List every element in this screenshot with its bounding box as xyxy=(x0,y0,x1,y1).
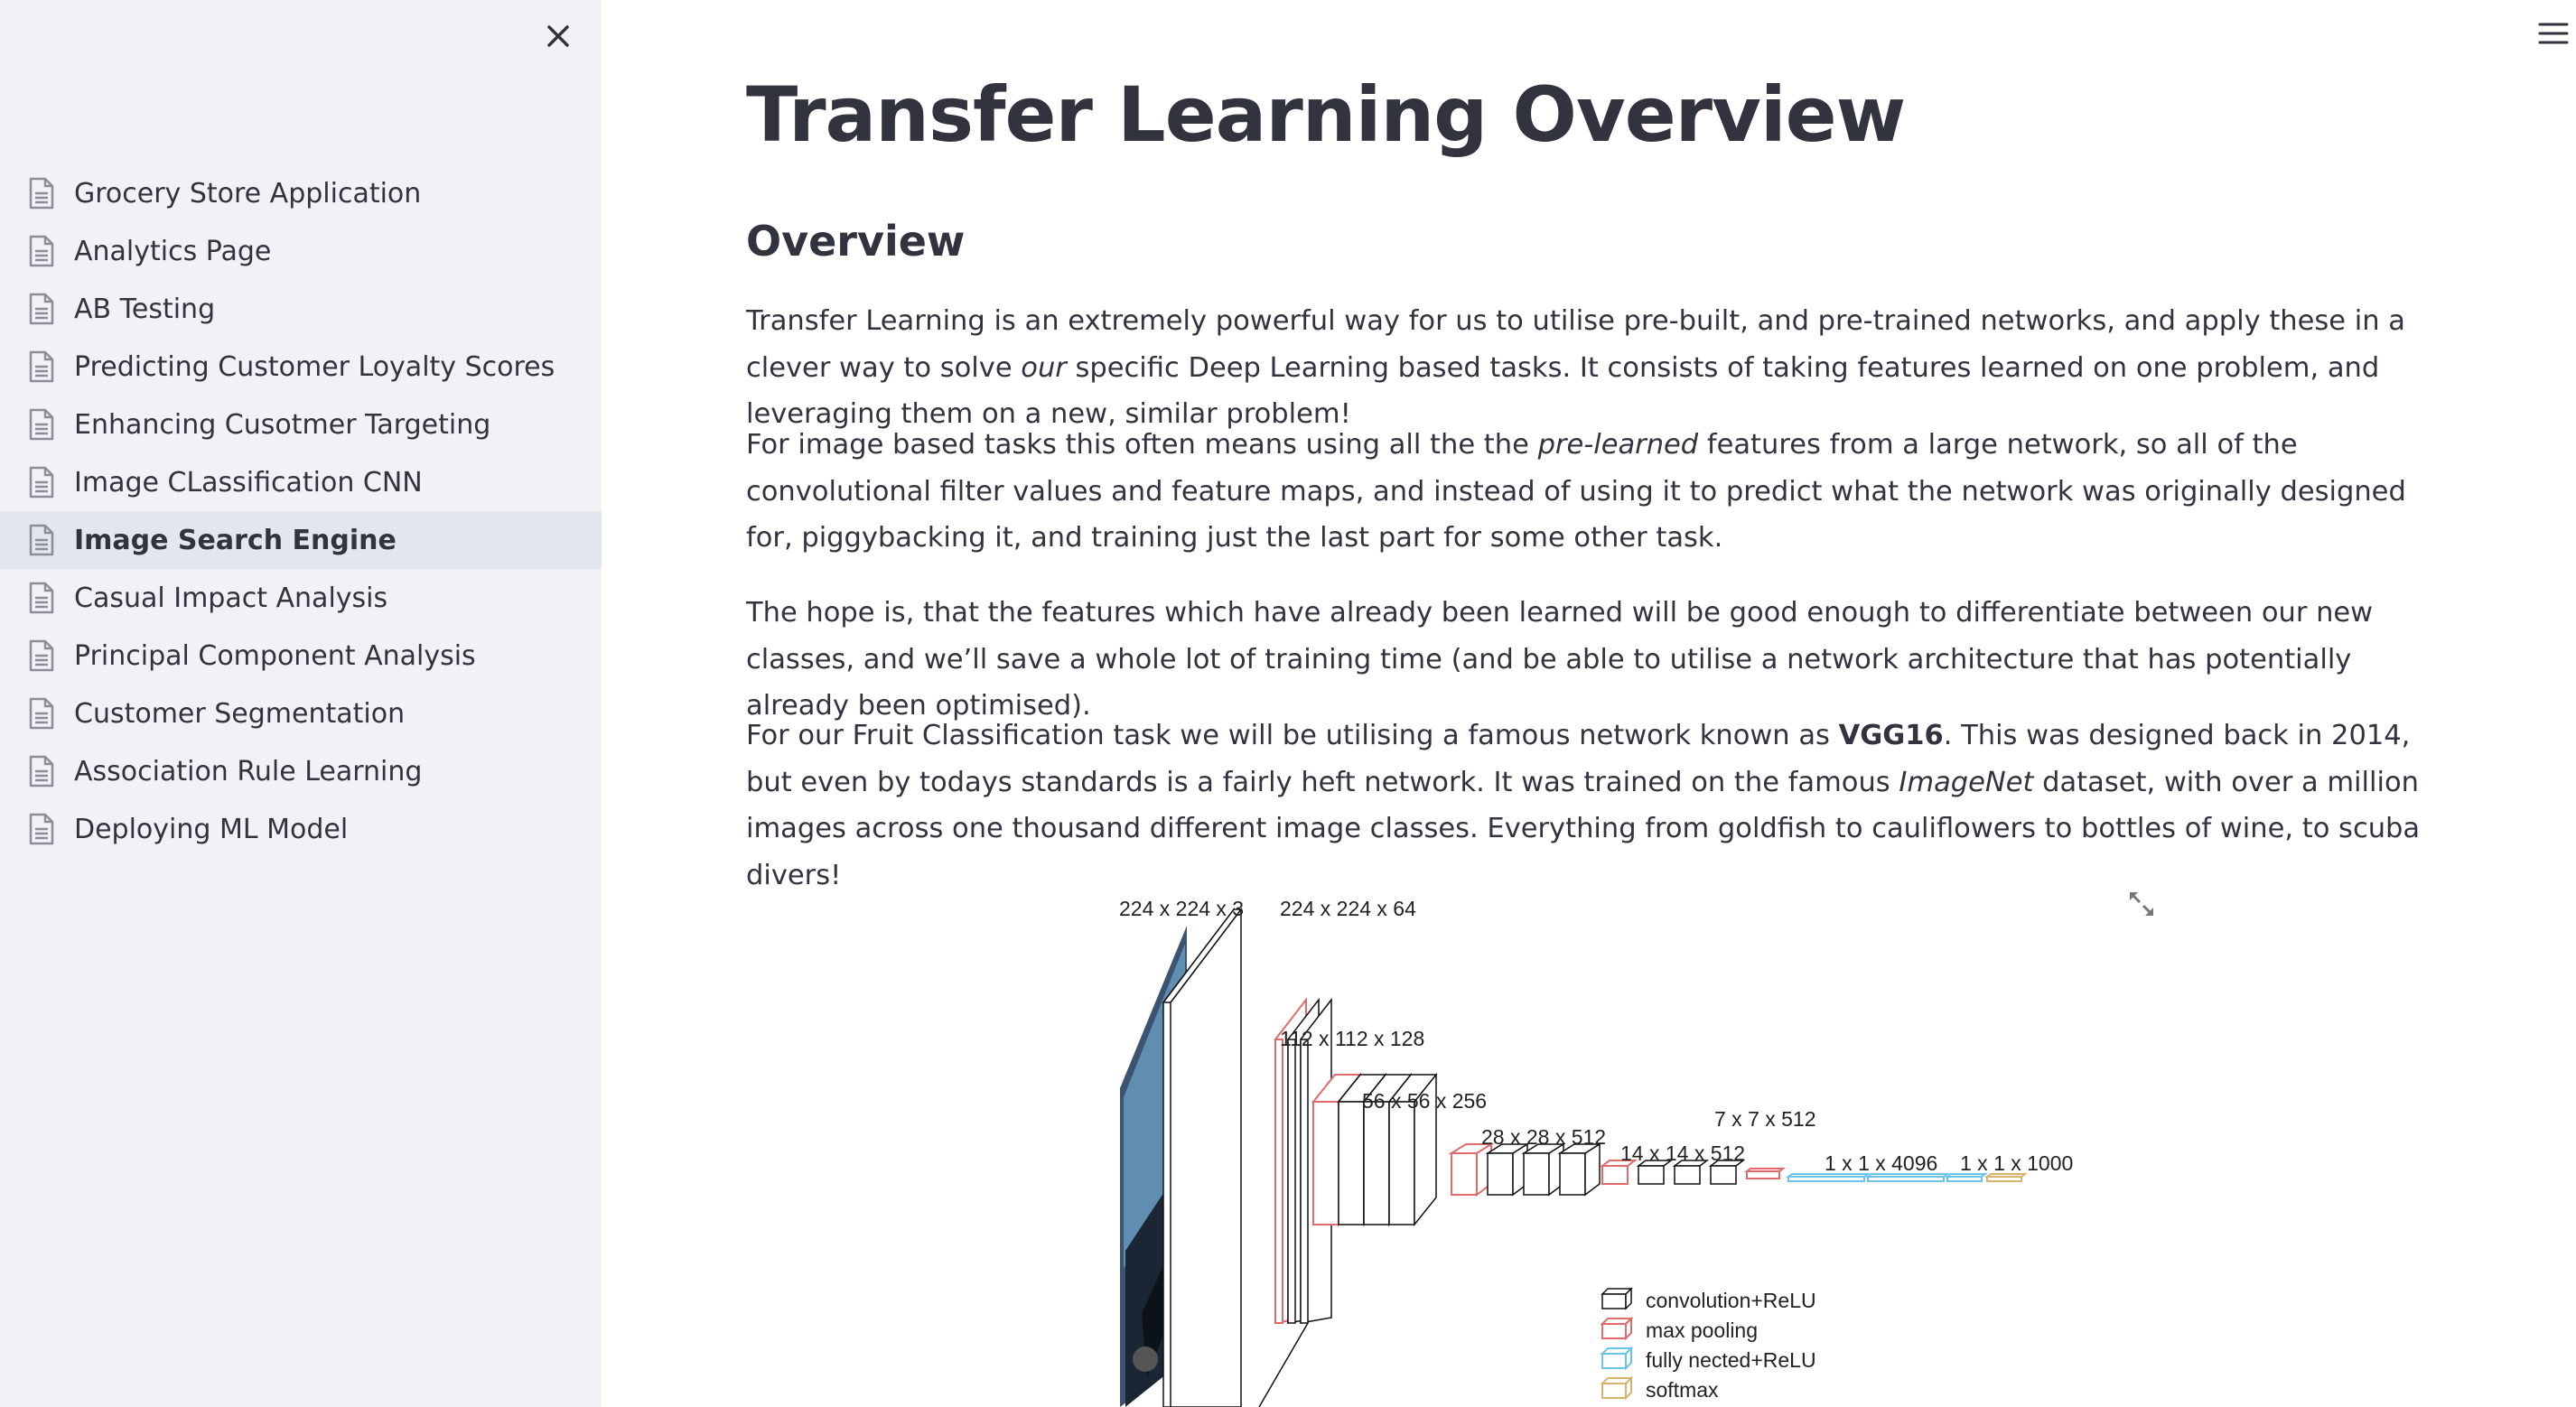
legend-label-conv: convolution+ReLU xyxy=(1646,1289,1816,1312)
sidebar-item-image-classification-cnn[interactable]: Image CLassification CNN xyxy=(0,453,602,511)
emphasis-text: pre-learned xyxy=(1537,429,1699,461)
file-text-icon xyxy=(29,466,54,499)
paragraph-vgg16: For our Fruit Classification task we wil… xyxy=(746,713,2444,899)
sidebar-item-label: Customer Segmentation xyxy=(74,697,406,730)
sidebar-item-label: Enhancing Cusotmer Targeting xyxy=(74,408,491,441)
expand-icon xyxy=(2130,892,2153,916)
text: . This was designed back in 2014, but ev… xyxy=(746,720,2411,798)
label-block5: 14 x 14 x 512 xyxy=(1620,1141,1745,1165)
file-text-icon xyxy=(29,408,54,441)
file-text-icon xyxy=(29,813,54,845)
sidebar-item-label: Principal Component Analysis xyxy=(74,639,476,672)
legend-item-pool: max pooling xyxy=(1600,1316,1758,1342)
file-text-icon xyxy=(29,524,54,556)
label-block4: 28 x 28 x 512 xyxy=(1481,1125,1606,1149)
sidebar-item-association-rule-learning[interactable]: Association Rule Learning xyxy=(0,742,602,800)
sidebar-item-label: Deploying ML Model xyxy=(74,813,349,845)
sidebar-item-analytics-page[interactable]: Analytics Page xyxy=(0,222,602,280)
sidebar-item-label: AB Testing xyxy=(74,293,216,325)
sidebar-item-casual-impact-analysis[interactable]: Casual Impact Analysis xyxy=(0,569,602,627)
text: For our Fruit Classification task we wil… xyxy=(746,720,1839,751)
sidebar-item-deploying-ml-model[interactable]: Deploying ML Model xyxy=(0,800,602,858)
legend-label-pool: max pooling xyxy=(1646,1318,1758,1342)
legend-item-softmax: softmax xyxy=(1600,1375,1719,1402)
sidebar-item-label: Image Search Engine xyxy=(74,524,397,556)
file-text-icon xyxy=(29,235,54,267)
text: features from a large network, so all of… xyxy=(746,429,2406,554)
paragraph-image-tasks: For image based tasks this often means u… xyxy=(746,422,2444,562)
sidebar-item-label: Predicting Customer Loyalty Scores xyxy=(74,350,555,383)
sidebar-item-label: Casual Impact Analysis xyxy=(74,582,388,614)
bold-text: VGG16 xyxy=(1838,720,1944,751)
sidebar-item-customer-segmentation[interactable]: Customer Segmentation xyxy=(0,685,602,742)
sidebar-item-label: Grocery Store Application xyxy=(74,177,422,210)
conv-block-5 xyxy=(1600,1160,1786,1185)
legend-label-softmax: softmax xyxy=(1646,1378,1719,1402)
text: specific Deep Learning based tasks. It c… xyxy=(746,351,2380,431)
label-fc: 1 x 1 x 4096 xyxy=(1825,1151,1937,1175)
label-block2: 112 x 112 x 128 xyxy=(1280,1027,1424,1050)
sidebar-item-label: Image CLassification CNN xyxy=(74,466,423,499)
hamburger-menu-icon xyxy=(2538,23,2569,44)
sidebar-item-principal-component-analysis[interactable]: Principal Component Analysis xyxy=(0,627,602,685)
sidebar-nav: Grocery Store Application Analytics Page… xyxy=(0,164,602,858)
sidebar-item-label: Association Rule Learning xyxy=(74,755,423,787)
conv-block-3 xyxy=(1311,1072,1438,1227)
file-text-icon xyxy=(29,697,54,730)
text: For image based tasks this often means u… xyxy=(746,429,1538,461)
sidebar-item-predicting-customer-loyalty-scores[interactable]: Predicting Customer Loyalty Scores xyxy=(0,338,602,396)
sidebar-item-label: Analytics Page xyxy=(74,235,272,267)
fc-layers xyxy=(1786,1173,2028,1182)
file-text-icon xyxy=(29,293,54,325)
close-icon xyxy=(547,25,569,47)
label-block1: 224 x 224 x 64 xyxy=(1280,897,1416,920)
sidebar-item-enhancing-customer-targeting[interactable]: Enhancing Cusotmer Targeting xyxy=(0,396,602,453)
file-text-icon xyxy=(29,350,54,383)
label-pool5: 7 x 7 x 512 xyxy=(1714,1107,1816,1131)
fullscreen-button[interactable] xyxy=(2126,889,2157,919)
file-text-icon xyxy=(29,755,54,787)
conv-block-4 xyxy=(1448,1142,1602,1197)
file-text-icon xyxy=(29,582,54,614)
sidebar-item-grocery-store-application[interactable]: Grocery Store Application xyxy=(0,164,602,222)
legend-label-fc: fully nected+ReLU xyxy=(1646,1348,1816,1372)
text: Transfer Learning is an extremely powerf… xyxy=(746,305,2405,384)
main-menu-button[interactable] xyxy=(2538,22,2569,45)
sidebar: Grocery Store Application Analytics Page… xyxy=(0,0,602,1407)
sidebar-item-image-search-engine[interactable]: Image Search Engine xyxy=(0,511,602,569)
paragraph-hope: The hope is, that the features which hav… xyxy=(746,597,2374,722)
legend: convolution+ReLU max pooling fully necte… xyxy=(1600,1287,1816,1402)
sidebar-item-ab-testing[interactable]: AB Testing xyxy=(0,280,602,338)
section-heading: Overview xyxy=(746,217,966,266)
file-text-icon xyxy=(29,639,54,672)
emphasis-text: our xyxy=(1021,351,1067,384)
emphasis-text: ImageNet xyxy=(1899,766,2034,798)
file-text-icon xyxy=(29,177,54,210)
conv-block-1 xyxy=(1162,907,1243,1407)
legend-item-conv: convolution+ReLU xyxy=(1601,1287,1816,1312)
legend-item-fc: fully nected+ReLU xyxy=(1600,1346,1816,1372)
label-block3: 56 x 56 x 256 xyxy=(1362,1089,1487,1113)
label-input: 224 x 224 x 3 xyxy=(1119,897,1244,920)
vgg16-architecture-diagram: 224 x 224 x 3 224 x 224 x 64 112 x 112 x… xyxy=(1119,897,2073,1407)
label-output: 1 x 1 x 1000 xyxy=(1960,1151,2073,1175)
paragraph-intro: Transfer Learning is an extremely powerf… xyxy=(746,298,2444,438)
close-sidebar-button[interactable] xyxy=(538,16,578,56)
text: dataset, with over a million images acro… xyxy=(746,766,2421,891)
page-title: Transfer Learning Overview xyxy=(746,70,1906,159)
